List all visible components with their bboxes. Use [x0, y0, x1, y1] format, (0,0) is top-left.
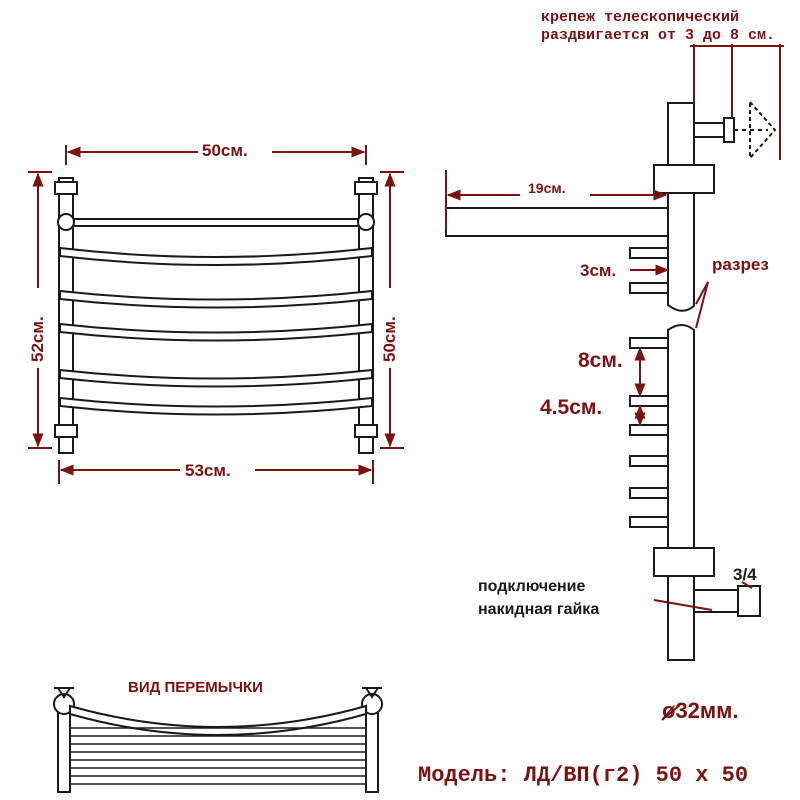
side-dimensions	[445, 44, 784, 721]
spacing-small-label: 4.5см.	[540, 396, 603, 419]
front-width-bottom-label: 53см.	[185, 461, 231, 480]
front-height-right-label: 50см.	[380, 316, 399, 362]
union-nut	[737, 585, 761, 617]
rung-2	[59, 289, 373, 309]
rung-stub-1	[629, 247, 669, 259]
rung-stub-5	[629, 424, 669, 436]
jumper-view	[53, 687, 383, 793]
front-height-left-label: 52см.	[28, 316, 47, 362]
connection-label-line2: накидная гайка	[478, 601, 600, 618]
rung-4	[59, 368, 373, 388]
right-top-joint	[357, 213, 375, 231]
jumper-curved-bar	[69, 704, 367, 736]
rung-stub-2	[629, 282, 669, 294]
model-label: Модель: ЛД/ВП(г2) 50 х 50	[418, 763, 749, 788]
front-view	[54, 177, 378, 454]
depth-label: 19см.	[528, 180, 566, 196]
rung-stub-6	[629, 455, 669, 467]
rung-stub-4	[629, 395, 669, 407]
jumper-view-title: ВИД ПЕРЕМЫЧКИ	[128, 679, 263, 696]
side-post-upper	[667, 102, 695, 312]
side-post-lower	[667, 324, 695, 661]
left-top-fitting	[54, 181, 78, 195]
wall-plate	[749, 99, 777, 161]
front-width-top-label: 50см.	[202, 141, 248, 160]
cut-label: разрез	[712, 255, 769, 274]
upper-collar	[653, 164, 715, 194]
jumper-left-bracket	[54, 687, 74, 699]
jumper-rungs	[70, 727, 366, 785]
lower-collar	[653, 547, 715, 577]
side-view	[445, 99, 777, 661]
mount-note-line1: крепеж телескопический	[541, 9, 740, 26]
rung-5	[59, 396, 373, 416]
gap-small-label: 3см.	[580, 261, 617, 280]
left-post	[58, 177, 74, 454]
rung-3	[59, 322, 373, 342]
mount-flange	[723, 117, 735, 143]
left-top-joint	[57, 213, 75, 231]
rung-1	[59, 246, 373, 266]
jumper-right-bracket	[362, 687, 382, 699]
connection-label-line1: подключение	[478, 578, 586, 595]
front-dimensions	[28, 145, 404, 484]
mount-note-line2: раздвигается от 3 до 8 см.	[541, 27, 776, 44]
spacing-large-label: 8см.	[578, 349, 623, 372]
rung-stub-8	[629, 516, 669, 528]
top-shelf-bar	[445, 207, 669, 237]
mount-block	[693, 122, 725, 138]
rung-stub-7	[629, 487, 669, 499]
top-straight-bar	[65, 218, 367, 227]
thread-label: 3/4	[733, 565, 757, 584]
rung-stub-3	[629, 337, 669, 349]
right-post	[358, 177, 374, 454]
right-top-fitting	[354, 181, 378, 195]
left-bottom-fitting	[54, 424, 78, 438]
right-bottom-fitting	[354, 424, 378, 438]
pipe-diameter-label: ø32мм.	[662, 698, 739, 723]
